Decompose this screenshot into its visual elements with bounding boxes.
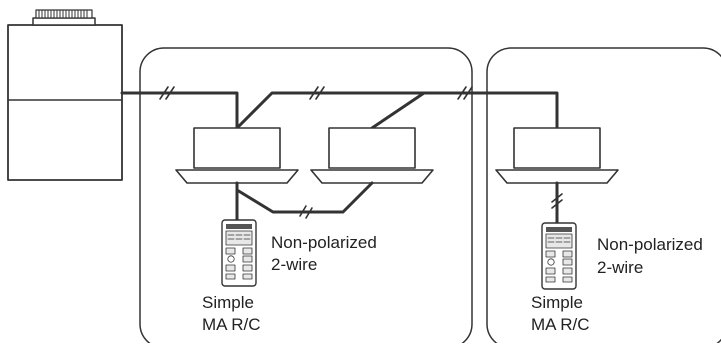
indoor-unit-1 — [175, 127, 299, 184]
transmission-line — [120, 91, 559, 130]
group-enclosure-right — [486, 47, 721, 348]
remote-wire-tick-left — [299, 205, 313, 219]
right-controller-label-line1: Simple — [531, 293, 583, 312]
left-wire-label-line2: 2-wire — [271, 255, 317, 274]
left-controller-label-line1: Simple — [202, 293, 254, 312]
transmission-line-ticks — [159, 86, 473, 100]
left-controller-label-line2: MA R/C — [202, 315, 261, 334]
remote-controller-icon-right — [541, 222, 577, 290]
outdoor-unit-body — [7, 24, 123, 181]
outdoor-unit — [7, 9, 123, 181]
right-wire-label-line2: 2-wire — [597, 258, 643, 277]
indoor-unit-2 — [310, 127, 434, 184]
right-wire-label-line1: Non-polarized — [597, 235, 703, 254]
remote-controller-icon-left — [221, 219, 257, 287]
indoor-unit-3 — [495, 127, 619, 184]
right-controller-label-line2: MA R/C — [531, 315, 590, 334]
outdoor-fan-grille-icon — [32, 9, 96, 26]
remote-controller-wire-left — [235, 181, 374, 222]
group-enclosure-left — [139, 47, 473, 348]
remote-wire-tick-right — [551, 193, 563, 209]
left-wire-label-line1: Non-polarized — [271, 233, 377, 252]
